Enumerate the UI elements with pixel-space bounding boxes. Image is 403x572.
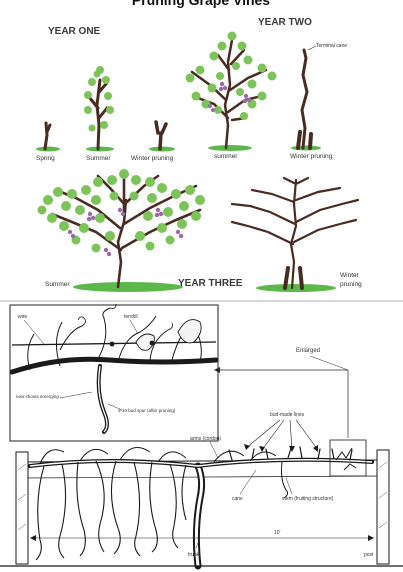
label-summer-year-three: Summer bbox=[45, 281, 70, 288]
label-enlarged: Enlarged bbox=[296, 348, 320, 354]
label-spur: 3-10 bud spur (after pruning) bbox=[118, 408, 176, 413]
label-spring: Spring bbox=[36, 155, 55, 162]
label-wire: wire bbox=[18, 314, 27, 320]
label-cane: cane bbox=[232, 496, 243, 502]
label-winter-pruning-year-two: Winter pruning bbox=[290, 153, 333, 160]
vine-winter-pruning-year-two bbox=[291, 46, 321, 151]
label-spacing: 10' bbox=[274, 530, 281, 536]
diagram-title: Pruning Grape Vines bbox=[132, 0, 270, 8]
label-tendril: tendril bbox=[124, 314, 138, 320]
vine-summer-year-two bbox=[186, 32, 277, 152]
year-two-heading: YEAR TWO bbox=[258, 17, 312, 28]
label-arms-cordon: arms (cordon) bbox=[190, 436, 221, 442]
vine-winter-pruning-year-one bbox=[149, 122, 175, 152]
label-post: post bbox=[364, 552, 374, 558]
label-winter-pruning-year-three-line1: Winter bbox=[340, 272, 360, 279]
label-stem: stem (fruiting structure) bbox=[282, 496, 334, 502]
label-trunk: trunk bbox=[188, 552, 200, 558]
label-summer-year-one: Summer bbox=[86, 155, 111, 162]
vine-spring bbox=[36, 123, 60, 152]
label-summer-year-two: summer bbox=[214, 153, 238, 160]
enlarged-callout bbox=[214, 356, 348, 438]
label-bud-made-lines: bud-made lines bbox=[270, 412, 305, 418]
label-winter-pruning-year-one: Winter pruning bbox=[131, 155, 174, 162]
label-winter-pruning-year-three-line2: pruning bbox=[340, 281, 362, 288]
vine-summer-year-three bbox=[38, 169, 206, 292]
enlarged-detail-box bbox=[10, 304, 218, 441]
year-one-heading: YEAR ONE bbox=[48, 26, 101, 37]
year-three-heading: YEAR THREE bbox=[178, 278, 243, 289]
label-new-shoots: new shoots emerging bbox=[16, 394, 59, 399]
label-terminal-cane: Terminal cane bbox=[316, 43, 347, 49]
vine-summer-year-one bbox=[84, 66, 114, 152]
